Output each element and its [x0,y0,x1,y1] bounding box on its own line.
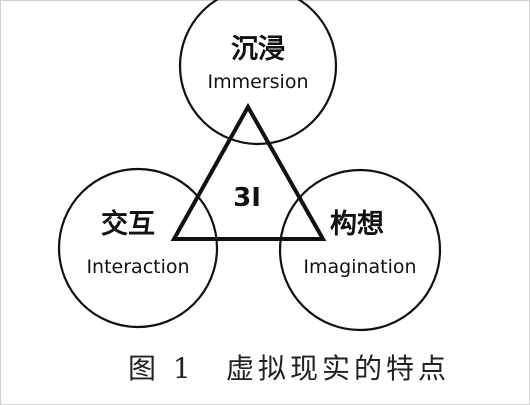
node-imagination-circle [278,168,442,332]
node-immersion-label-en: Immersion [208,71,309,93]
node-imagination: 构想 Imagination [278,168,442,332]
triangle-connector [170,102,327,241]
node-interaction-circle [57,167,219,329]
node-interaction: 交互 Interaction [57,167,219,329]
node-immersion-label-zh: 沉浸 [231,34,285,65]
node-interaction-label-en: Interaction [86,256,189,278]
figure-caption-number: 图 1 [128,352,195,385]
node-immersion: 沉浸 Immersion [178,0,338,146]
node-interaction-label-zh: 交互 [101,208,155,240]
node-imagination-label-zh: 构想 [330,209,384,240]
node-immersion-circle [178,0,338,146]
node-imagination-label-en: Imagination [303,256,416,278]
center-label: 3I [233,183,261,213]
figure-caption-text: 虚拟现实的特点 [226,352,450,385]
